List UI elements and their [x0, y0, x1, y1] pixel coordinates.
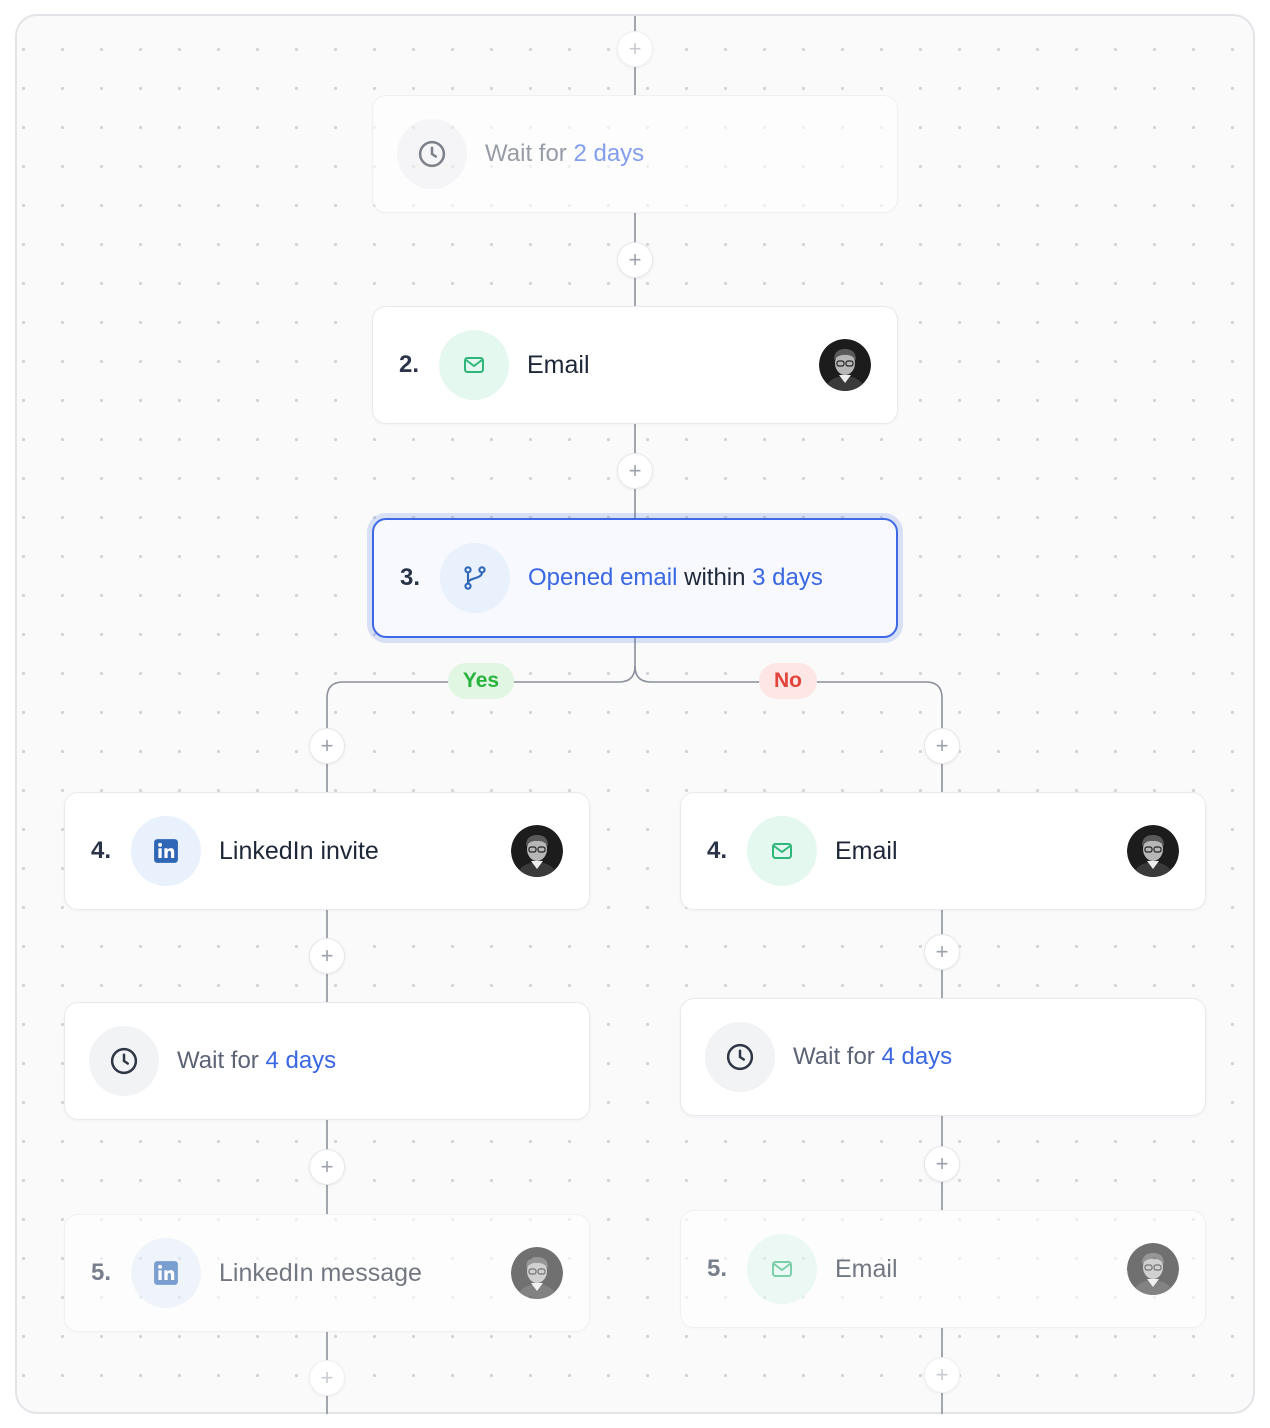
add-step-button-yes-2[interactable]: +	[309, 938, 345, 974]
condition-duration: 3 days	[752, 564, 823, 591]
linkedin-icon	[131, 1238, 201, 1308]
condition-within: within	[684, 564, 746, 591]
add-step-button-1[interactable]: +	[617, 242, 653, 278]
mail-icon	[439, 330, 509, 400]
step-title: Email	[527, 350, 590, 379]
wait-duration: 4 days	[265, 1047, 337, 1074]
step-title: Email	[835, 1254, 898, 1283]
step-number: 2.	[399, 351, 420, 378]
step-number: 3.	[400, 564, 421, 591]
email-step-card-5[interactable]: 5. Email	[680, 1210, 1206, 1328]
add-step-button-no-1[interactable]: +	[924, 728, 960, 764]
workflow-canvas	[15, 14, 1255, 1414]
wait-step-card-1[interactable]: Wait for 2 days	[372, 95, 898, 213]
add-step-button-yes-3[interactable]: +	[309, 1149, 345, 1185]
condition-text: Opened email within 3 days	[528, 564, 823, 592]
clock-icon	[705, 1022, 775, 1092]
condition-step-card-3[interactable]: 3. Opened email within 3 days	[372, 518, 898, 638]
add-step-button-yes-4[interactable]: +	[309, 1360, 345, 1396]
step-number: 4.	[91, 837, 112, 864]
wait-prefix: Wait for	[485, 140, 567, 167]
wait-step-card-yes[interactable]: Wait for 4 days	[64, 1002, 590, 1120]
wait-text: Wait for 4 days	[177, 1047, 336, 1075]
email-step-card-2[interactable]: 2. Email	[372, 306, 898, 424]
mail-icon	[747, 1234, 817, 1304]
email-step-card-4[interactable]: 4. Email	[680, 792, 1206, 910]
avatar[interactable]	[511, 825, 563, 877]
add-step-button-2[interactable]: +	[617, 453, 653, 489]
clock-icon	[397, 119, 467, 189]
branch-no-badge: No	[759, 663, 817, 699]
linkedin-icon	[131, 816, 201, 886]
wait-step-card-no[interactable]: Wait for 4 days	[680, 998, 1206, 1116]
branch-yes-badge: Yes	[448, 663, 514, 699]
add-step-button-top[interactable]: +	[617, 31, 653, 67]
step-number: 4.	[707, 837, 728, 864]
avatar[interactable]	[1127, 1243, 1179, 1295]
wait-prefix: Wait for	[793, 1043, 875, 1070]
wait-text: Wait for 4 days	[793, 1043, 952, 1071]
step-number: 5.	[91, 1259, 112, 1286]
wait-duration: 4 days	[881, 1043, 953, 1070]
avatar[interactable]	[819, 339, 871, 391]
mail-icon	[747, 816, 817, 886]
linkedin-invite-step-card[interactable]: 4. LinkedIn invite	[64, 792, 590, 910]
add-step-button-no-2[interactable]: +	[924, 934, 960, 970]
avatar[interactable]	[511, 1247, 563, 1299]
wait-duration: 2 days	[573, 140, 645, 167]
clock-icon	[89, 1026, 159, 1096]
step-title: LinkedIn invite	[219, 836, 379, 865]
git-branch-icon	[440, 543, 510, 613]
avatar[interactable]	[1127, 825, 1179, 877]
condition-event: Opened email	[528, 564, 678, 591]
wait-text: Wait for 2 days	[485, 140, 644, 168]
linkedin-message-step-card[interactable]: 5. LinkedIn message	[64, 1214, 590, 1332]
step-title: Email	[835, 836, 898, 865]
wait-prefix: Wait for	[177, 1047, 259, 1074]
add-step-button-no-3[interactable]: +	[924, 1146, 960, 1182]
add-step-button-yes-1[interactable]: +	[309, 728, 345, 764]
add-step-button-no-4[interactable]: +	[924, 1357, 960, 1393]
step-number: 5.	[707, 1255, 728, 1282]
step-title: LinkedIn message	[219, 1258, 422, 1287]
